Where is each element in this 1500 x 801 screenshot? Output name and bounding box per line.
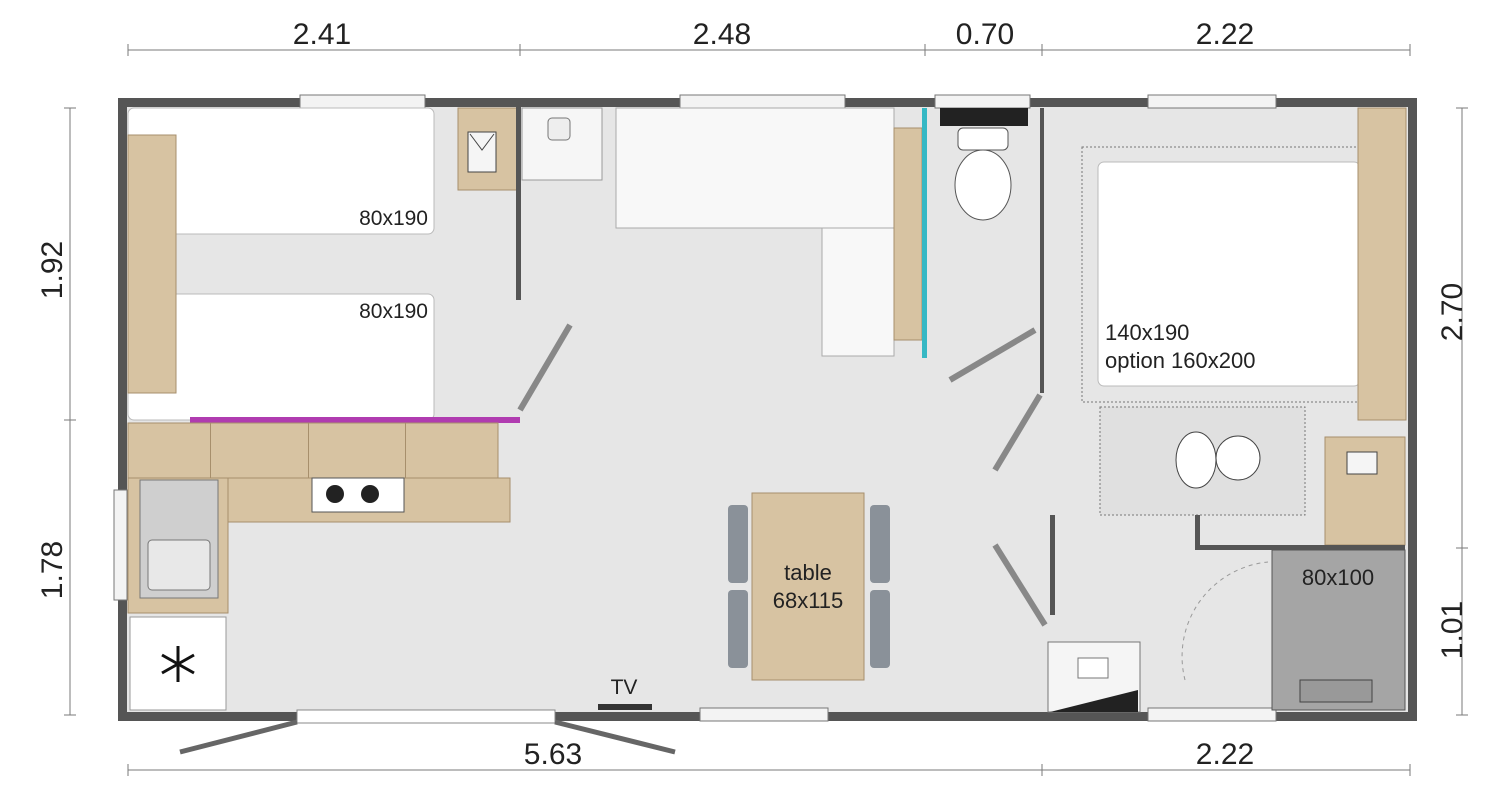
tv-label: TV — [611, 676, 638, 699]
shirt-icon — [467, 131, 497, 173]
partition-accent-cyan — [922, 108, 927, 358]
bathroom — [992, 515, 1406, 713]
twin-bedroom — [127, 100, 573, 423]
shower-size: 80x100 — [1302, 565, 1374, 590]
snowflake-icon — [161, 646, 195, 682]
baby-icon — [1175, 431, 1261, 489]
left-dimension-1: 1.92 — [36, 241, 69, 299]
kitchen — [127, 422, 511, 711]
top-dimension-2: 2.48 — [693, 18, 751, 51]
top-dimension-4: 2.22 — [1196, 18, 1254, 51]
partition-accent — [190, 417, 520, 423]
top-dimension-1: 2.41 — [293, 18, 351, 51]
twin-bed-upper-size: 80x190 — [359, 207, 428, 230]
table-name: table — [784, 560, 832, 585]
living-area — [521, 107, 927, 358]
windows — [113, 94, 1277, 722]
twin-bed-lower-size: 80x190 — [359, 300, 428, 323]
sink-icon — [139, 479, 219, 599]
tv-unit — [598, 704, 652, 710]
right-dimension-1: 2.70 — [1436, 283, 1469, 341]
toilet-icon — [954, 127, 1012, 221]
left-dimension-2: 1.78 — [36, 541, 69, 599]
table-size: 68x115 — [773, 588, 844, 613]
bottom-dimension-2: 2.22 — [1196, 738, 1254, 771]
wc — [940, 108, 1044, 393]
bottom-dimension-1: 5.63 — [524, 738, 582, 771]
master-bedroom — [992, 107, 1407, 550]
dimension-lines — [64, 44, 1468, 776]
stove-icon — [311, 477, 405, 513]
entrance-door — [179, 709, 676, 755]
right-dimension-2: 1.01 — [1436, 601, 1469, 659]
top-dimension-3: 0.70 — [956, 18, 1014, 51]
double-bed-size: 140x190 — [1105, 320, 1189, 345]
double-bed-option: option 160x200 — [1105, 348, 1255, 373]
dining-table — [728, 492, 890, 681]
